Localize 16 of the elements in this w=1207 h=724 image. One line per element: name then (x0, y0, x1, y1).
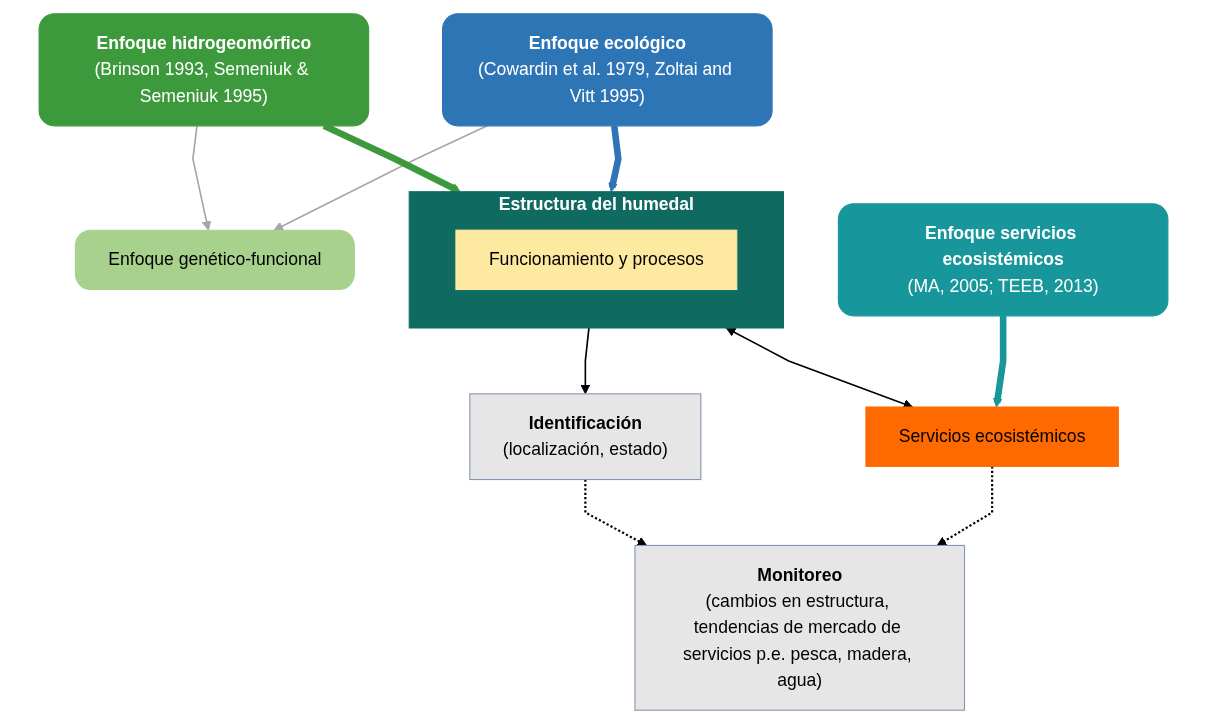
arrow (192, 125, 212, 231)
node-box: Funcionamiento y procesos (455, 229, 738, 291)
arrow (725, 327, 913, 409)
node-box: Enfoque servicios ecosistémicos (MA, 2005; TEEB, 2013) (837, 203, 1169, 317)
arrow (273, 125, 489, 231)
node-box: Enfoque genético-funcional (74, 229, 355, 291)
node-box: Identificación (localización, estado) (469, 393, 702, 481)
arrow (992, 315, 1007, 408)
arrow (936, 466, 994, 546)
arrow (584, 479, 648, 546)
node-box: Enfoque hidrogeomórfico (Brinson 1993, Semeniuk & Semeniuk 1995) (38, 13, 370, 127)
node-box: Servicios ecosistémicos (865, 406, 1119, 467)
node-box: Enfoque ecológico (Cowardin et al. 1979, Zoltai and Vitt 1995) (442, 13, 773, 127)
arrow (608, 125, 622, 193)
arrow (580, 327, 591, 395)
node-box: Monitoreo (cambios en estructura, tendencias de mercado de servicios p.e. pesca, madera, agua) (634, 544, 966, 711)
